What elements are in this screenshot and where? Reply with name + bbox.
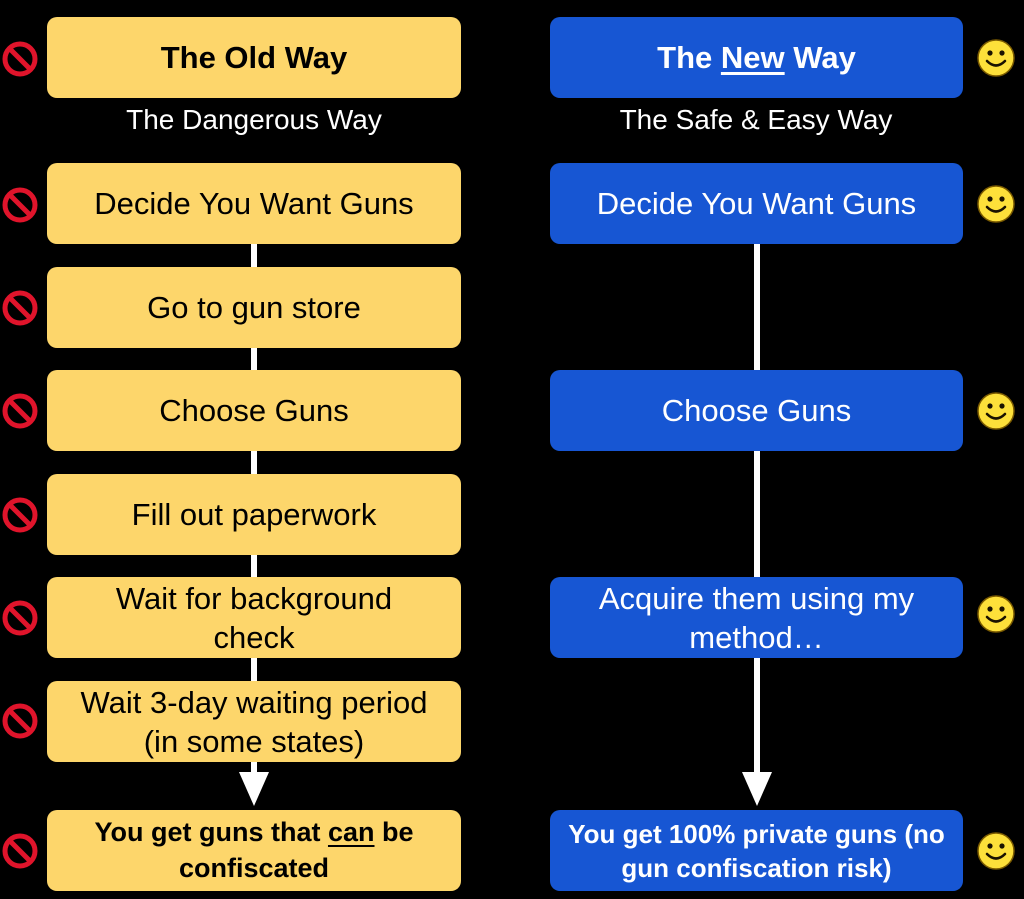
smiley-icon xyxy=(977,595,1015,633)
old-step-choose: Choose Guns xyxy=(47,370,461,451)
old-step-decide: Decide You Want Guns xyxy=(47,163,461,244)
new-way-subtitle: The Safe & Easy Way xyxy=(619,104,893,135)
new-title-suffix: Way xyxy=(784,40,856,75)
old-step-background-check: Wait for background check xyxy=(47,577,461,658)
old-result-suffix: be confiscated xyxy=(178,817,414,883)
old-result-underlined: can xyxy=(327,817,375,847)
old-step-paperwork: Fill out paperwork xyxy=(47,474,461,555)
old-flow-arrowhead xyxy=(239,772,269,806)
new-flow-line xyxy=(754,244,760,774)
new-step-acquire: Acquire them using my method… xyxy=(550,577,963,658)
new-title-prefix: The xyxy=(657,40,721,75)
old-way-title: The Old Way xyxy=(47,17,461,98)
new-title-underlined: New xyxy=(720,40,785,75)
new-flow-arrowhead xyxy=(742,772,772,806)
no-entry-icon xyxy=(2,41,38,77)
smiley-icon xyxy=(977,392,1015,430)
old-step-waiting-period: Wait 3-day waiting period (in some state… xyxy=(47,681,461,762)
new-step-decide: Decide You Want Guns xyxy=(550,163,963,244)
new-way-title: The New Way xyxy=(550,17,963,98)
no-entry-icon xyxy=(2,187,38,223)
old-step-gun-store: Go to gun store xyxy=(47,267,461,348)
new-result: You get 100% private guns (no gun confis… xyxy=(550,810,963,891)
old-way-subtitle: The Dangerous Way xyxy=(126,104,382,135)
new-step-choose: Choose Guns xyxy=(550,370,963,451)
old-result: You get guns that can be confiscated xyxy=(47,810,461,891)
no-entry-icon xyxy=(2,833,38,869)
smiley-icon xyxy=(977,39,1015,77)
no-entry-icon xyxy=(2,600,38,636)
no-entry-icon xyxy=(2,703,38,739)
smiley-icon xyxy=(977,832,1015,870)
no-entry-icon xyxy=(2,497,38,533)
smiley-icon xyxy=(977,185,1015,223)
no-entry-icon xyxy=(2,290,38,326)
no-entry-icon xyxy=(2,393,38,429)
old-result-prefix: You get guns that xyxy=(94,817,328,847)
